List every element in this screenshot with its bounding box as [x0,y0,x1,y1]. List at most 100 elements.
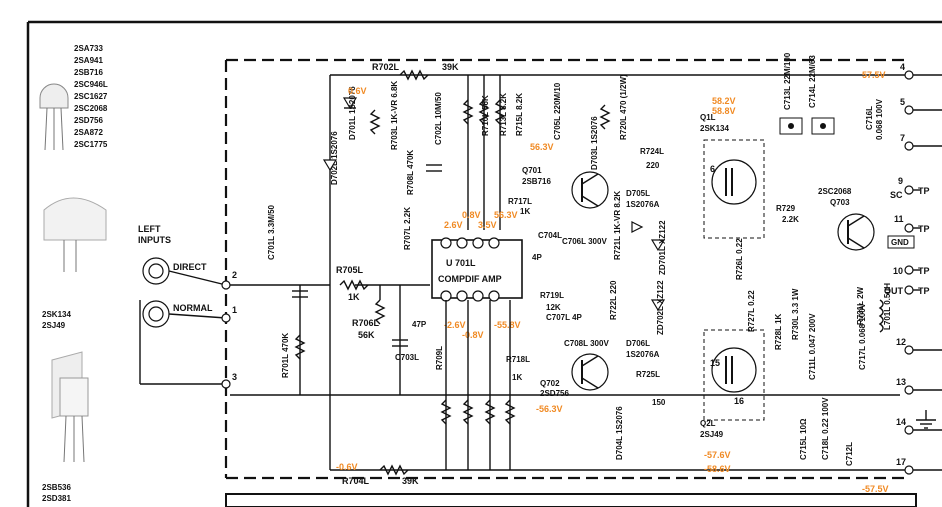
lower-resistor-bank [440,300,516,470]
left-inputs-label-2: INPUTS [138,235,171,245]
r730l-label: R730L 3.3 1W [791,288,800,340]
terminal-14[interactable]: 14 [896,417,914,435]
terminal-3-label: 3 [232,372,237,382]
r719l-label: R719L [540,291,564,300]
c704l-value: 4P [532,253,542,262]
q702-type: 2SD756 [540,389,569,398]
r724l-label: R724L [640,147,664,156]
d703l-label: D703L 1S2076 [590,116,599,170]
terminal-14-label: 14 [896,417,906,427]
q701-transistor[interactable] [571,171,609,209]
c701l-capacitor [292,290,308,298]
r705l-label: R705L [336,265,364,275]
voltage-low: -57.6V [704,450,731,460]
q703-label: Q703 [830,198,850,207]
part-label-2sb536: 2SB536 [42,483,71,492]
ic-subtitle: COMPDIF AMP [438,274,502,284]
q702-transistor[interactable] [571,353,609,391]
q01l-fet[interactable] [703,139,765,239]
d706l-value: 1S2076A [626,350,660,359]
voltage-q01-a: 58.2V [712,96,736,106]
terminal-6-label: 6 [710,164,715,174]
q02l-label: Q2L [700,419,716,428]
terminal-4[interactable]: 4 [900,62,914,80]
terminal-7-label: 7 [900,133,905,143]
r705l-value: 1K [348,292,360,302]
terminal-17-label: 17 [896,457,906,467]
voltage-q01-b: 58.8V [712,106,736,116]
voltage-ic-d: 56.3V [494,210,518,220]
q01l-label: Q1L [700,113,716,122]
direct-jack-icon[interactable] [142,257,170,285]
voltage-ic-f: -0.8V [462,330,484,340]
voltage-ic-e: -2.6V [444,320,466,330]
q703-transistor[interactable] [837,213,875,251]
zd702l-label: ZD702L XZ122 [656,280,665,335]
terminal-2[interactable]: 2 [221,270,237,290]
c706l-label: C706L 300V [562,237,607,246]
part-label-2sd381: 2SD381 [42,494,71,503]
upper-resistor-bank [462,75,506,230]
c704l-label: C704L [538,231,562,240]
c713l-label: C713L 22M/100 [783,52,792,110]
terminal-5[interactable]: 5 [900,97,914,115]
q702-label: Q702 [540,379,560,388]
r709l-label: R709L [435,346,444,370]
terminal-11-tp: TP [918,224,930,234]
q02l-type: 2SJ49 [700,430,724,439]
terminal-9[interactable]: 9TP [898,176,930,196]
terminal-17[interactable]: 17 [896,457,914,475]
terminal-15-label: 15 [710,358,720,368]
r722l-label: R722L 220 [609,280,618,320]
voltage-ic-b: 0.8V [462,210,481,220]
c702l-capacitor [426,164,442,172]
c718l-label: C718L 0.22 100V [821,397,830,460]
terminal-10-tp: TP [918,266,930,276]
part-2sb716: 2SB716 [74,68,103,77]
q02l-fet[interactable] [703,329,765,421]
terminal-3[interactable]: 3 [221,372,237,389]
part-2sa872: 2SA872 [74,128,103,137]
part-2sa941: 2SA941 [74,56,103,65]
r706l-value: 56K [358,330,375,340]
c703l-capacitor [392,339,408,347]
d705l-label: D705L [626,189,650,198]
part-2sd756: 2SD756 [74,116,103,125]
fet-label-2sk134: 2SK134 [42,310,71,319]
voltage-bottom-left: -0.6V [336,462,358,472]
r717l-label: R717L [508,197,532,206]
ic-u701l[interactable]: U 701L COMPDIF AMP [431,237,523,302]
part-2sc2068: 2SC2068 [74,104,108,113]
d705l-value: 1S2076A [626,200,660,209]
r702l-label: R702L [372,62,400,72]
r721l-label: R721L 1K-VR 8.2K [613,191,622,260]
terminal-7[interactable]: 7 [900,133,914,151]
part-2sc1627: 2SC1627 [74,92,108,101]
c702l-label: C702L 10M/50 [434,92,443,145]
sc-label: SC [890,190,903,200]
r710l-label: R710L 56K [481,95,490,136]
q703-type: 2SC2068 [818,187,852,196]
terminal-out-tp: TP [918,286,930,296]
q01l-type: 2SK134 [700,124,729,133]
terminal-16-label: 16 [734,396,744,406]
r704l-value: 39K [402,476,419,486]
c717l-label: C717L 0.068 100V [858,302,867,370]
power-transistor-icon [51,351,89,463]
normal-input-label: NORMAL [173,303,213,313]
terminal-1[interactable]: 1 [221,305,237,323]
terminal-13[interactable]: 13 [896,377,914,395]
transistor-parts-list: 2SA733 2SA941 2SB716 2SC946L 2SC1627 2SC… [74,44,108,149]
voltage-d701: 0.6V [348,86,367,96]
terminal-6: 6 [710,164,715,174]
r718l-value: 1K [512,373,522,382]
terminal-12[interactable]: 12 [896,337,914,355]
ground-icon [916,410,936,429]
normal-jack-icon[interactable] [142,300,170,328]
part-2sa733: 2SA733 [74,44,103,53]
voltage-low-2: -58.6V [704,464,731,474]
ic-name: U 701L [446,258,476,268]
